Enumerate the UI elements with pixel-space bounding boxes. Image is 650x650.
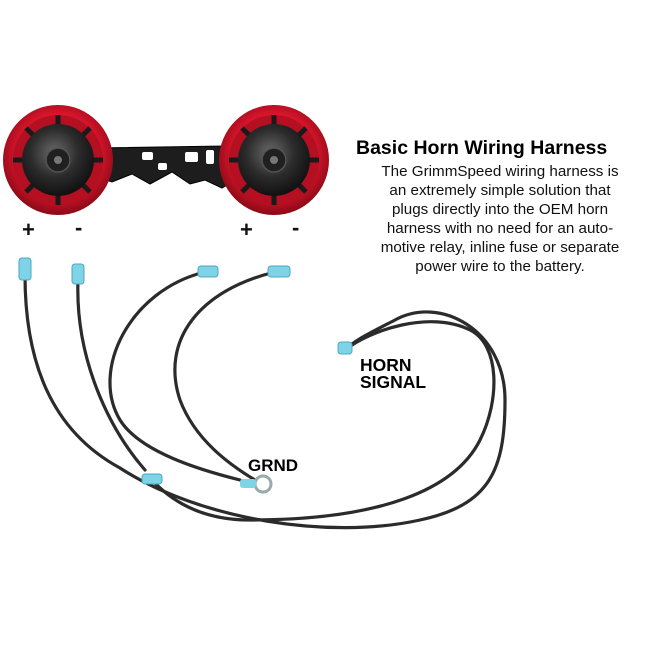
description-line: The GrimmSpeed wiring harness is xyxy=(381,163,619,180)
connector-right-plus xyxy=(197,265,219,278)
description-line: power wire to the battery. xyxy=(415,258,585,275)
spade-connectors xyxy=(18,257,353,485)
ground-ring-terminal xyxy=(240,474,273,494)
mounting-bracket xyxy=(94,145,233,189)
left-horn-plus-label: + xyxy=(22,217,35,242)
wiring-harness xyxy=(23,270,507,530)
wire-main-harness xyxy=(118,310,507,530)
wire-horn-signal-loop xyxy=(148,320,496,522)
description-line: harness with no need for an auto- xyxy=(386,220,614,237)
horn-signal-label-line2: SIGNAL xyxy=(360,372,427,392)
connector-left-minus xyxy=(71,263,85,285)
wire-left-minus xyxy=(76,278,147,472)
left-horn xyxy=(3,105,113,215)
connector-horn-signal xyxy=(337,341,353,355)
connector-splice xyxy=(141,473,163,485)
horn-signal-label: HORN SIGNAL xyxy=(360,355,427,392)
right-horn-plus-label: + xyxy=(240,217,253,242)
description-line: an extremely simple solution that xyxy=(389,182,611,199)
wire-right-plus xyxy=(108,270,242,482)
horn-signal-label-line1: HORN xyxy=(360,355,412,375)
left-horn-minus-label: - xyxy=(75,215,83,240)
heading: Basic Horn Wiring Harness xyxy=(356,137,608,159)
wire-right-minus xyxy=(173,270,277,482)
description-line: motive relay, inline fuse or separate xyxy=(380,239,620,256)
description: The GrimmSpeed wiring harness is an extr… xyxy=(350,162,650,276)
right-horn-minus-label: - xyxy=(292,215,300,240)
wire-left-plus xyxy=(23,273,122,470)
connector-left-plus xyxy=(18,257,32,281)
connector-right-minus xyxy=(267,265,291,278)
ground-label: GRND xyxy=(248,456,299,475)
description-line: plugs directly into the OEM horn xyxy=(391,201,609,218)
right-horn xyxy=(219,105,329,215)
